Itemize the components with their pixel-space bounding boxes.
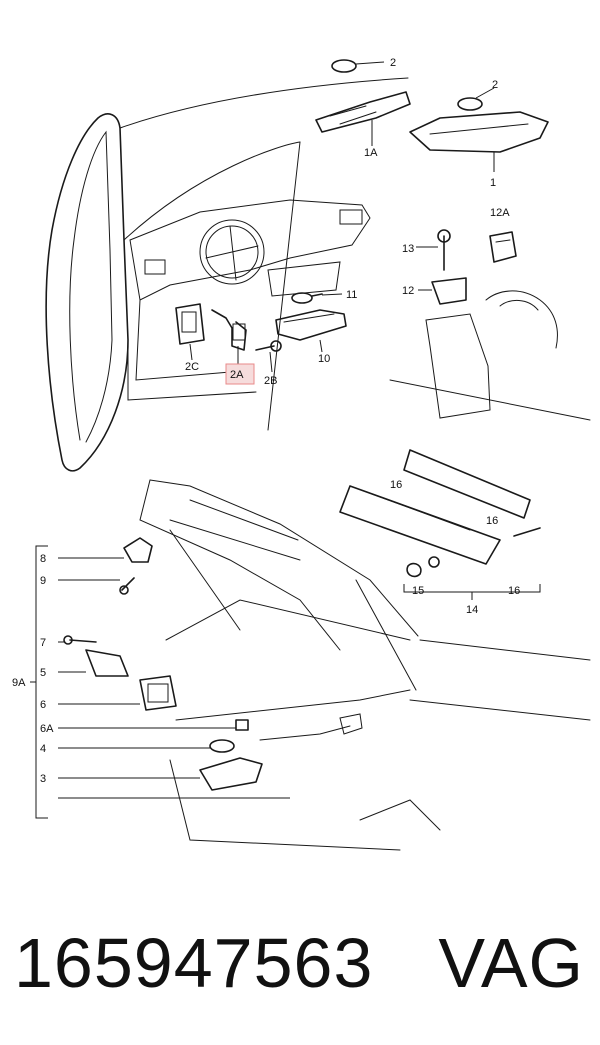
callout-2a: 2A (230, 369, 244, 381)
part-12-bracket (389, 277, 591, 421)
callout-12: 12 (402, 285, 414, 297)
part-6a-connector (58, 719, 249, 731)
part-9-screw (58, 577, 135, 595)
callout-labels: 2 1A 2 1 12A 13 12 11 10 2C 2A 2B 16 16 … (12, 57, 520, 785)
part-2-bulb-b (457, 87, 495, 111)
callout-2-right: 2 (492, 79, 498, 91)
callout-1: 1 (490, 177, 496, 189)
callout-16-bottom: 16 (508, 585, 520, 597)
callout-13: 13 (402, 243, 414, 255)
callout-16-top: 16 (390, 479, 402, 491)
part-5-lock (58, 649, 129, 677)
callout-9a: 9A (12, 677, 26, 689)
part-2-bulb-a (331, 59, 385, 73)
part-11-bulb (291, 292, 343, 304)
callout-2-top: 2 (390, 57, 396, 69)
part-1a-interior-lamp (315, 91, 411, 146)
callout-12a: 12A (490, 207, 510, 219)
part-4-bulb (58, 713, 363, 753)
callout-11: 11 (346, 289, 357, 301)
callout-9: 9 (40, 575, 46, 587)
part-13-screw (416, 229, 451, 271)
part-14-number-plate-light (339, 449, 541, 600)
callout-15: 15 (412, 585, 424, 597)
callout-7: 7 (40, 637, 46, 649)
callout-6: 6 (40, 699, 46, 711)
callout-3: 3 (40, 773, 46, 785)
part-2b-screw (255, 340, 282, 373)
callout-2b: 2B (264, 375, 277, 387)
highlight-box-2a (225, 363, 255, 385)
callout-14: 14 (466, 604, 478, 616)
tailgate-body (139, 479, 591, 851)
callout-8: 8 (40, 553, 46, 565)
front-door (45, 77, 409, 472)
part-2a-contact-switch (211, 309, 247, 364)
callout-5: 5 (40, 667, 46, 679)
callout-4: 4 (40, 743, 46, 755)
part-1-roof-lamp (409, 111, 549, 172)
callout-6a: 6A (40, 723, 54, 735)
part-8-buffer (58, 537, 153, 563)
dashboard (129, 199, 371, 381)
part-3-luggage-lamp (58, 757, 290, 799)
callout-2c: 2C (185, 361, 199, 373)
bracket-9a (30, 545, 48, 819)
callout-16-mid: 16 (486, 515, 498, 527)
part-2c-door-contact-switch (175, 303, 205, 361)
brand-label: VAG (438, 924, 584, 1002)
part-6-switch-housing (58, 675, 177, 711)
part-10-glovebox-lamp (275, 309, 347, 353)
part-7-screw (58, 635, 97, 645)
callout-1a: 1A (364, 147, 378, 159)
part-number: 165947563 (14, 924, 374, 1002)
callout-10: 10 (318, 353, 330, 365)
part-12a-switch (489, 231, 517, 263)
